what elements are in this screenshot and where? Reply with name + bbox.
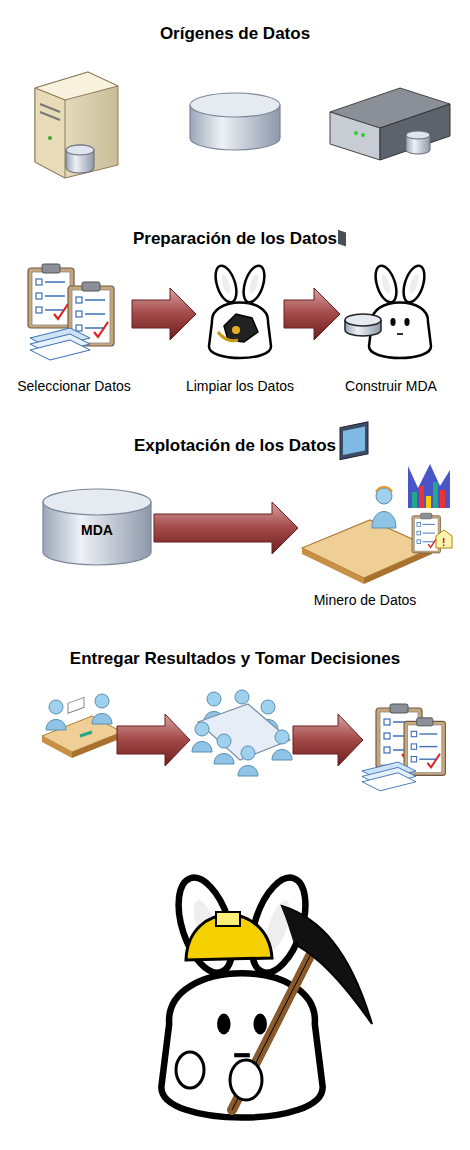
section-heading: Explotación de los Datos <box>0 436 470 456</box>
section-heading: Orígenes de Datos <box>0 24 470 44</box>
icon-node: Seleccionar Datos <box>18 258 130 370</box>
select-data-icon <box>28 264 114 360</box>
miner-bunny <box>161 871 372 1118</box>
meeting-icon <box>192 690 292 776</box>
node-label: MDA <box>42 522 152 538</box>
icon-node: Limpiar los Datos <box>198 258 282 370</box>
block-arrow <box>293 714 363 766</box>
node-caption: Seleccionar Datos <box>17 378 131 394</box>
icon-node: Construir MDA <box>342 258 440 370</box>
build-mda-bunny <box>345 263 431 358</box>
section-heading: Entregar Resultados y Tomar Decisiones <box>0 649 470 669</box>
block-arrow <box>154 502 298 554</box>
node-caption: Minero de Datos <box>314 592 417 608</box>
tower-server <box>35 72 118 178</box>
svg-text:!: ! <box>442 537 445 548</box>
block-arrow <box>284 288 340 340</box>
icon-node: Minero de Datos <box>300 462 430 584</box>
node-caption: Construir MDA <box>345 378 437 394</box>
database-cylinder <box>190 93 280 150</box>
block-arrow <box>117 714 190 766</box>
clean-data-bunny <box>209 263 271 358</box>
rack-server <box>330 88 450 246</box>
delivery-icon <box>42 694 122 758</box>
results-icon <box>362 704 445 791</box>
block-arrow <box>132 288 196 340</box>
section-heading: Preparación de los Datos <box>0 229 470 249</box>
node-caption: Limpiar los Datos <box>186 378 294 394</box>
database-node: MDA <box>42 488 152 566</box>
